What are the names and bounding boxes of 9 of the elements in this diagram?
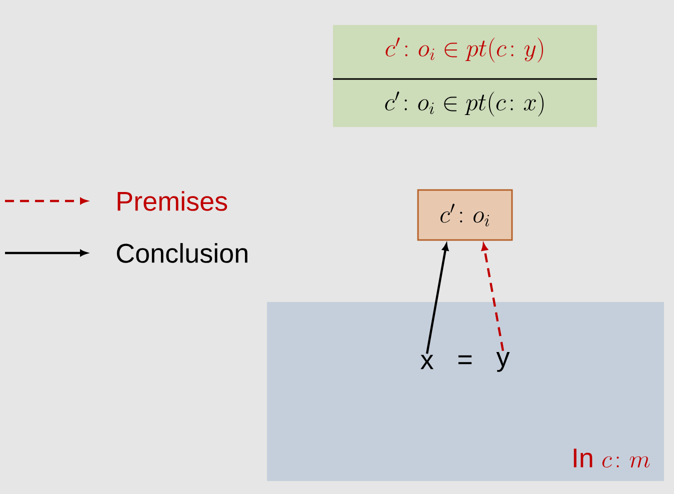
variable: x — [420, 354, 434, 370]
formula-box: $c'\colon o_i \in pt(c\colon y)$ $c'\colon o_i \in pt(c\colon x)$ — [333, 25, 597, 127]
arrow — [481, 244, 504, 352]
variable: y — [496, 352, 510, 372]
arrow — [426, 244, 449, 354]
legend-label: Conclusion — [116, 243, 248, 263]
legend-label: Premises — [118, 191, 228, 211]
equals-sign: = — [458, 355, 472, 364]
object-box: $c'\colon o_i$ — [417, 189, 513, 241]
